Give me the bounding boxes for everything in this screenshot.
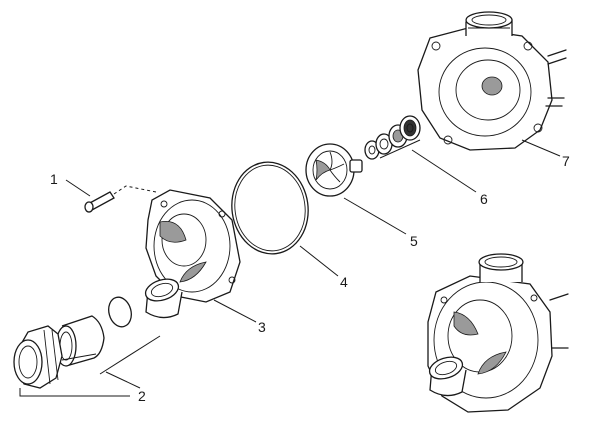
callout-5: 5 xyxy=(410,233,418,249)
front-cover-part xyxy=(144,189,241,319)
callout-4: 4 xyxy=(340,274,348,290)
leader-lines xyxy=(19,139,561,397)
shaft-seal-part xyxy=(364,115,421,160)
impeller-part xyxy=(305,143,363,197)
callout-1: 1 xyxy=(50,171,58,187)
callout-3: 3 xyxy=(258,319,266,335)
union-fitting-part xyxy=(13,296,132,389)
callout-7: 7 xyxy=(562,153,570,169)
callout-2: 2 xyxy=(138,388,146,404)
o-ring-gasket-part xyxy=(231,161,309,255)
pump-housing-part xyxy=(417,11,567,151)
callout-6: 6 xyxy=(480,191,488,207)
screw-part xyxy=(84,191,115,213)
assembled-pump-view xyxy=(427,253,569,413)
